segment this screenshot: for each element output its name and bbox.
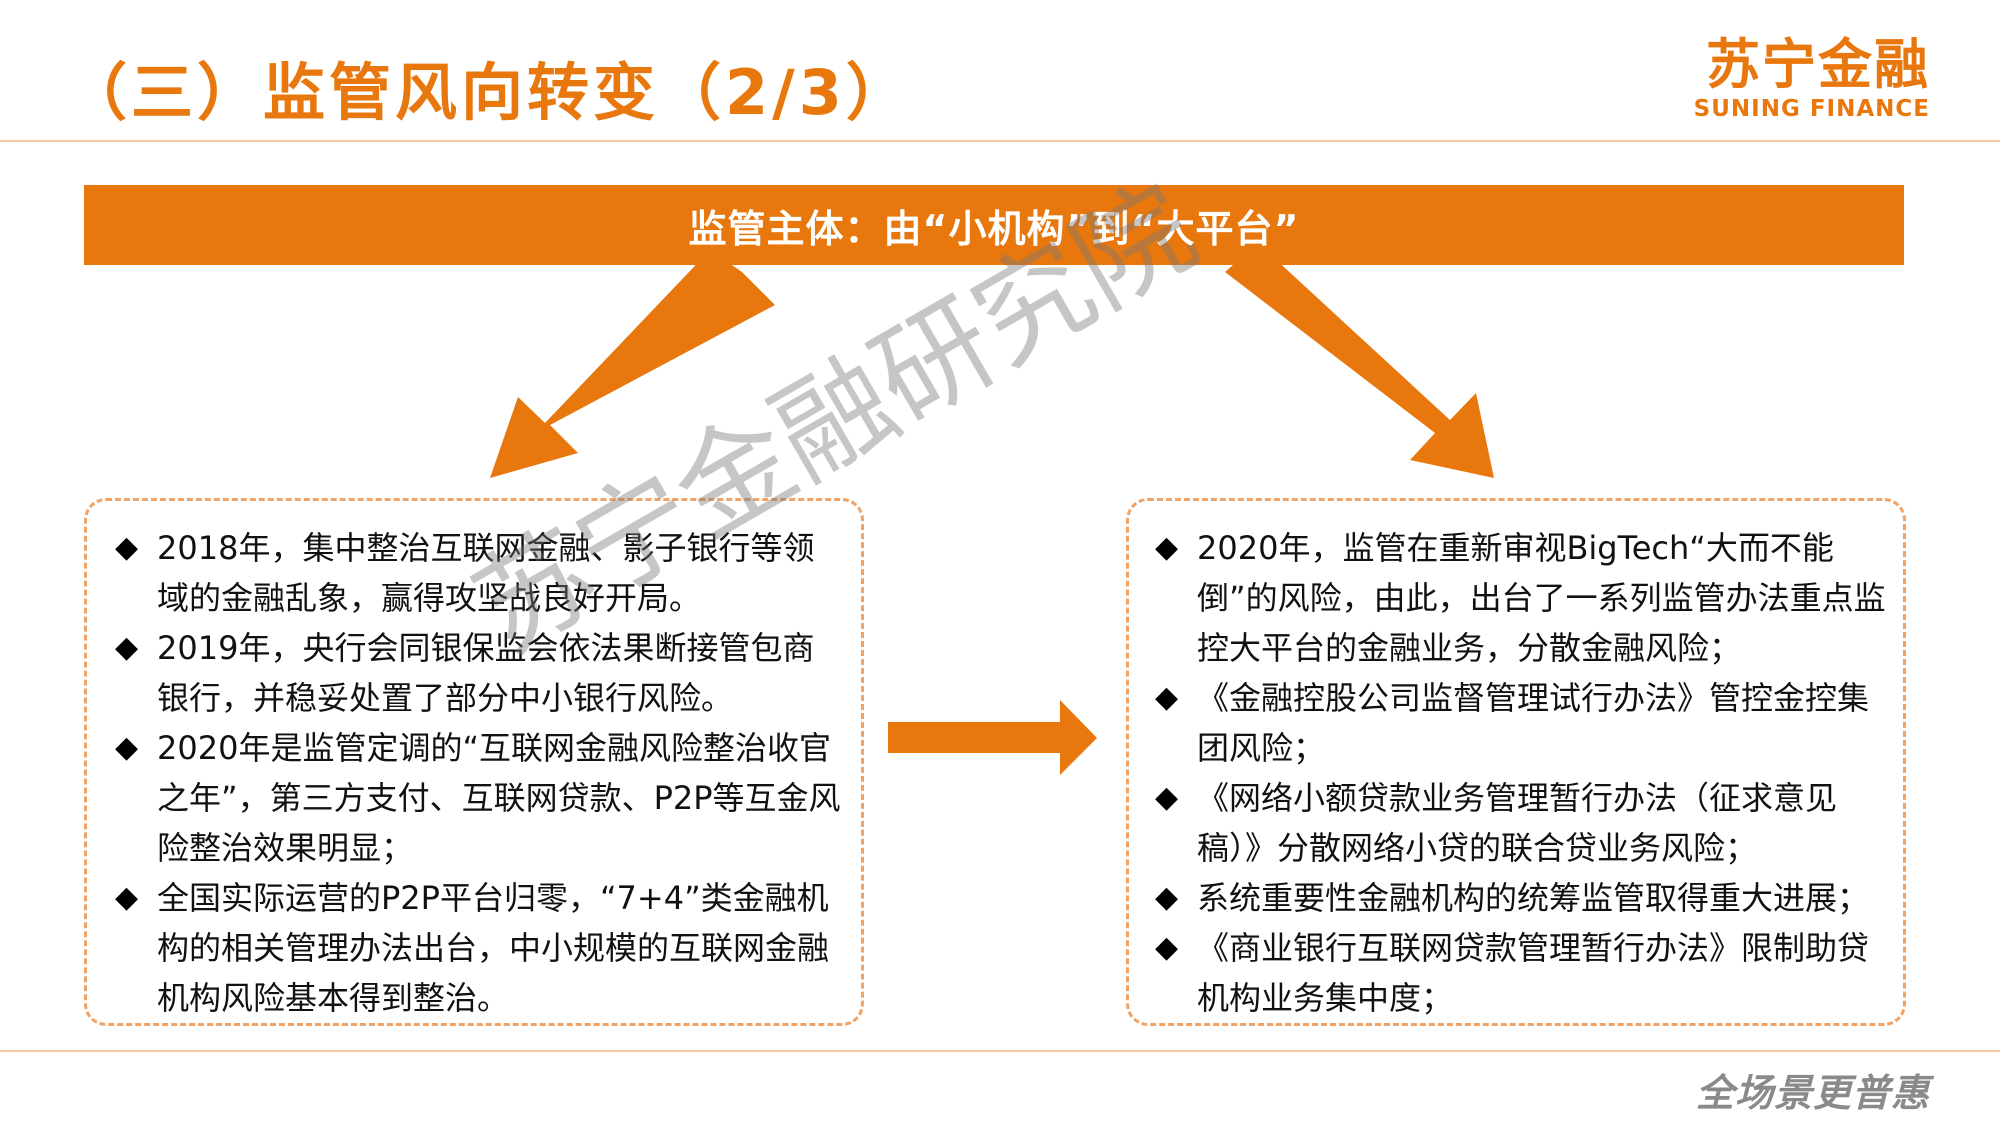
banner-text: 监管主体：由“小机构”到“大平台” [688,206,1300,251]
brand-logo: 苏宁金融 SUNING FINANCE [1693,33,1930,123]
page-title: （三）监管风向转变（2/3） [65,56,912,129]
list-item: 《金融控股公司监督管理试行办法》管控金控集团风险； [1155,673,1889,773]
list-item: 《网络小额贷款业务管理暂行办法（征求意见稿）》分散网络小贷的联合贷业务风险； [1155,773,1889,873]
left-content-box: 2018年，集中整治互联网金融、影子银行等领域的金融乱象，赢得攻坚战良好开局。 … [84,498,864,1026]
subject-banner: 监管主体：由“小机构”到“大平台” [84,185,1904,265]
list-item: 系统重要性金融机构的统筹监管取得重大进展； [1155,873,1889,923]
footer-divider [0,1050,2000,1052]
list-item: 2020年是监管定调的“互联网金融风险整治收官之年”，第三方支付、互联网贷款、P… [115,723,841,873]
list-item: 《商业银行互联网贷款管理暂行办法》限制助贷机构业务集中度； [1155,923,1889,1023]
arrow-down-left-icon [490,250,775,478]
logo-chinese-text: 苏宁金融 [1706,33,1930,96]
logo-english-text: SUNING FINANCE [1693,96,1930,122]
arrow-down-right-icon [1225,243,1494,478]
list-item: 全国实际运营的P2P平台归零，“7+4”类金融机构的相关管理办法出台，中小规模的… [115,873,841,1023]
list-item: 2019年，央行会同银保监会依法果断接管包商银行，并稳妥处置了部分中小银行风险。 [115,623,841,723]
arrow-right-icon [888,700,1097,775]
list-item: 2020年，监管在重新审视BigTech“大而不能倒”的风险，由此，出台了一系列… [1155,523,1889,673]
list-item: 2018年，集中整治互联网金融、影子银行等领域的金融乱象，赢得攻坚战良好开局。 [115,523,841,623]
right-content-box: 2020年，监管在重新审视BigTech“大而不能倒”的风险，由此，出台了一系列… [1126,498,1906,1026]
footer-slogan: 全场景更普惠 [1695,1071,1930,1115]
header-divider [0,140,2000,142]
